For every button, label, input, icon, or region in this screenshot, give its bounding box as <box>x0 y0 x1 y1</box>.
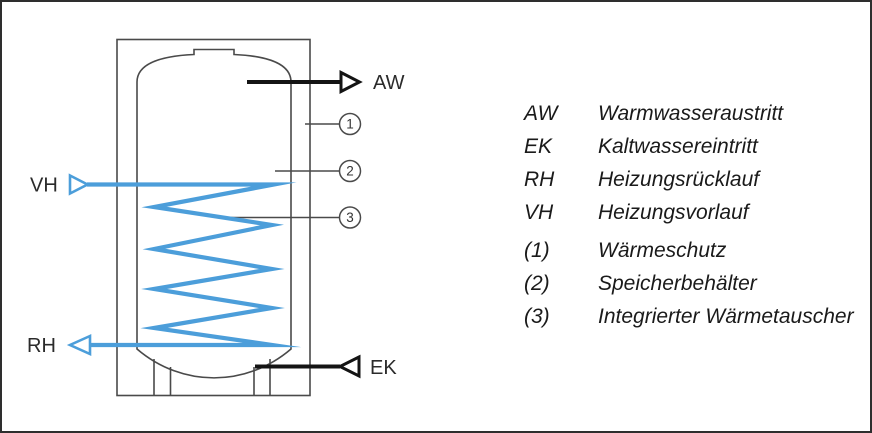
ek-port-label: EK <box>370 357 397 379</box>
legend-code-vh: VH <box>524 201 554 224</box>
callout-2: 2 <box>338 159 362 183</box>
legend-code-callout-1: (1) <box>524 239 550 262</box>
ek-arrow <box>255 354 361 379</box>
legend-ports: AW Warmwasseraustritt EK Kaltwassereintrit… <box>524 97 783 229</box>
storage-vessel-outline <box>136 48 292 379</box>
legend-row-callout-1: (1) Wärmeschutz <box>524 234 854 267</box>
aw-port-label: AW <box>373 72 405 94</box>
legend-term-callout-1: Wärmeschutz <box>598 239 727 262</box>
aw-arrow <box>247 70 363 94</box>
callout-2-number: 2 <box>346 164 354 179</box>
legend-row-vh: VH Heizungsvorlauf <box>524 196 783 229</box>
tank-feet <box>153 359 271 395</box>
legend-code-aw: AW <box>524 102 558 125</box>
legend-term-ek: Kaltwassereintritt <box>598 135 758 158</box>
legend-term-callout-3: Integrierter Wärmetauscher <box>598 305 854 328</box>
legend-callouts: (1) Wärmeschutz (2) Speicherbehälter (3) In… <box>524 234 854 333</box>
callout-3-number: 3 <box>346 210 354 225</box>
ek-arrowhead-icon <box>336 354 361 379</box>
legend-code-callout-3: (3) <box>524 305 550 328</box>
legend-row-rh: RH Heizungsrücklauf <box>524 163 783 196</box>
legend-code-callout-2: (2) <box>524 272 550 295</box>
legend-row-ek: EK Kaltwassereintritt <box>524 130 783 163</box>
legend-row-aw: AW Warmwasseraustritt <box>524 97 783 130</box>
aw-arrowhead-icon <box>339 70 363 94</box>
heat-exchanger-coil <box>87 182 302 348</box>
legend-term-vh: Heizungsvorlauf <box>598 201 749 224</box>
legend-row-callout-3: (3) Integrierter Wärmetauscher <box>524 300 854 333</box>
legend-term-callout-2: Speicherbehälter <box>598 272 757 295</box>
rh-arrowhead-icon <box>66 333 92 357</box>
callout-1: 1 <box>338 112 362 136</box>
callout-leaders <box>217 123 339 219</box>
legend-term-rh: Heizungsrücklauf <box>598 168 760 191</box>
rh-port-label: RH <box>27 335 56 357</box>
legend-term-aw: Warmwasseraustritt <box>598 102 784 125</box>
vh-port-label: VH <box>30 175 58 197</box>
vh-arrowhead-icon <box>68 173 91 196</box>
callout-1-number: 1 <box>346 117 354 132</box>
legend-row-callout-2: (2) Speicherbehälter <box>524 267 854 300</box>
legend-code-ek: EK <box>524 135 553 158</box>
callout-3: 3 <box>338 206 362 229</box>
legend-code-rh: RH <box>524 168 555 191</box>
